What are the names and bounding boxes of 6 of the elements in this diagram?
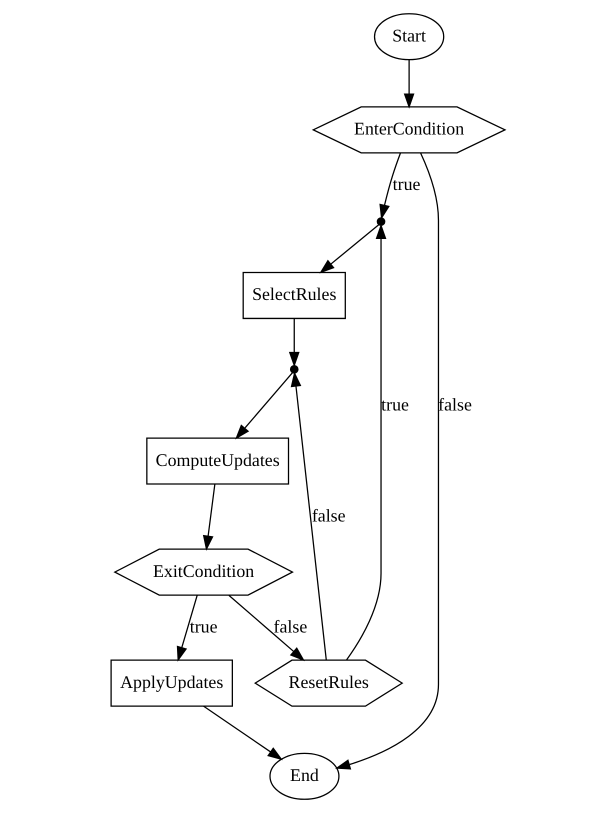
edge-label: false — [438, 394, 472, 414]
edge-label: false — [311, 505, 346, 526]
edge-label: false — [273, 616, 307, 636]
edge-label: true — [189, 616, 218, 636]
edge-label: true — [392, 174, 420, 194]
edge-label: true — [380, 394, 408, 414]
